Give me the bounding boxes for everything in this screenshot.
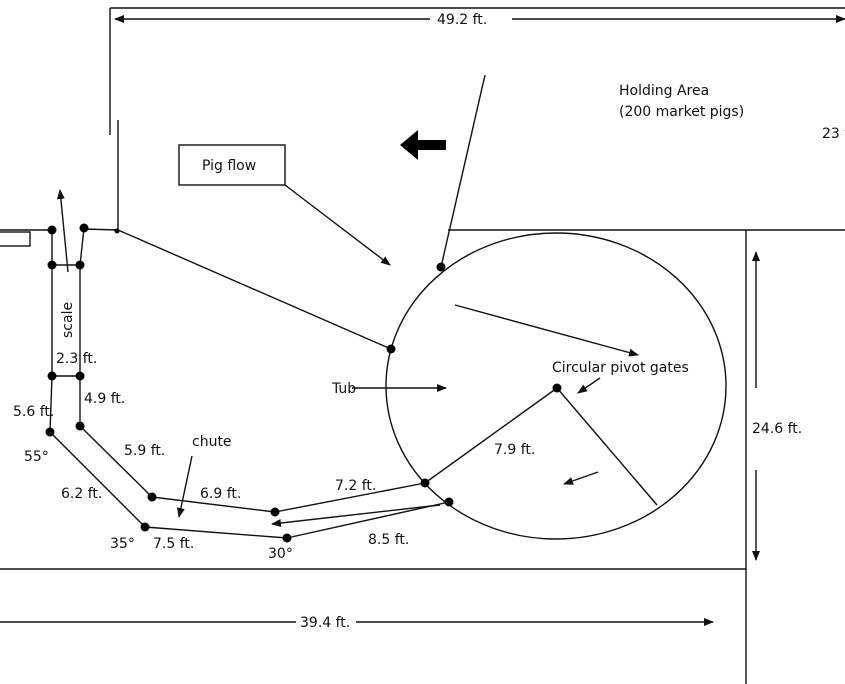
- bottom-width-label: 39.4 ft.: [300, 615, 350, 631]
- pig-flow-label: Pig flow: [202, 158, 256, 174]
- walls: [0, 7, 845, 684]
- gate-length-label: 7.9 ft.: [494, 442, 535, 458]
- dim-7-2-label: 7.2 ft.: [335, 478, 376, 494]
- angle-30-label: 30°: [268, 546, 293, 562]
- scale-width-label: 2.3 ft.: [56, 351, 97, 367]
- holding-area-label: Holding Area: [619, 83, 709, 99]
- scale-label: scale: [60, 302, 76, 338]
- dim-5-9-label: 5.9 ft.: [124, 443, 165, 459]
- holding-capacity-label: (200 market pigs): [619, 104, 744, 120]
- dim-7-5-label: 7.5 ft.: [153, 536, 194, 552]
- dim-4-9-label: 4.9 ft.: [84, 391, 125, 407]
- tub-circle: [385, 232, 727, 540]
- arrow-left-icon: [400, 130, 446, 160]
- bottom-dimension: 39.4 ft.: [0, 615, 714, 631]
- pivot-gates-label: Circular pivot gates: [552, 360, 689, 376]
- top-width-label: 49.2 ft.: [437, 12, 487, 28]
- dim-8-5-label: 8.5 ft.: [368, 532, 409, 548]
- right-partial-label: 23 f: [822, 126, 845, 142]
- tub-height-label: 24.6 ft.: [752, 421, 802, 437]
- pig-flow-box: [178, 144, 286, 186]
- dim-6-9-label: 6.9 ft.: [200, 486, 241, 502]
- dim-5-6-label: 5.6 ft.: [13, 404, 54, 420]
- tub-label: Tub: [331, 381, 356, 397]
- angle-55-label: 55°: [24, 449, 49, 465]
- top-dimension: 49.2 ft.: [114, 12, 845, 28]
- chute-label: chute: [192, 434, 232, 450]
- tub-height-dimension: 24.6 ft.: [752, 251, 802, 561]
- scale-and-chute: [45, 189, 562, 543]
- dim-6-2-label: 6.2 ft.: [61, 486, 102, 502]
- angle-35-label: 35°: [110, 536, 135, 552]
